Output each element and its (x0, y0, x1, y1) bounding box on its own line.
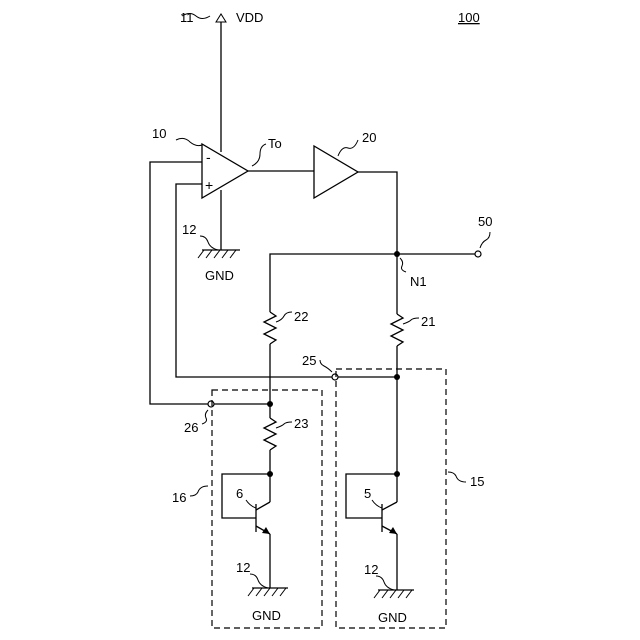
resistor-23-label: 23 (294, 416, 308, 431)
transistor-5-label: 5 (364, 486, 371, 501)
wire-n1-to-left-branch (270, 254, 397, 312)
resistor-21-label: 21 (421, 314, 435, 329)
block-15-label: 15 (470, 474, 484, 489)
figure-number: 100 (458, 10, 480, 25)
node-n1-leader (400, 258, 406, 272)
ground-ref-label-right: 12 (364, 562, 378, 577)
vdd-supply (182, 14, 226, 153)
gnd-label-mid: GND (252, 608, 281, 623)
node-25-terminal (332, 374, 338, 380)
opamp-plus-label: + (205, 177, 213, 193)
opamp-ref-label: 10 (152, 126, 166, 141)
ground-symbol-mid (248, 574, 288, 596)
resistor-23-leader (276, 422, 292, 428)
output-ref-label: 50 (478, 214, 492, 229)
resistor-22-leader (276, 312, 292, 322)
wire-buffer-to-n1 (358, 172, 397, 254)
ground-symbol-left (198, 236, 240, 258)
node-26-junction-dot (267, 401, 273, 407)
node-25-junction-dot (394, 374, 400, 380)
opamp-output-label: To (268, 136, 282, 151)
gnd-label-right: GND (378, 610, 407, 625)
output-ref-leader (480, 232, 490, 248)
node-n1-label: N1 (410, 274, 427, 289)
resistor-21 (391, 314, 403, 346)
block-16-label: 16 (172, 490, 186, 505)
block-16-leader (190, 486, 208, 496)
resistor-22-label: 22 (294, 309, 308, 324)
gnd-label-left: GND (205, 268, 234, 283)
vdd-ref-label: 11 (180, 10, 194, 25)
opamp-output-leader (252, 144, 266, 166)
resistor-22 (264, 312, 276, 344)
block-15-leader (448, 472, 466, 482)
ground-ref-label-left: 12 (182, 222, 196, 237)
buffer-ref-label: 20 (362, 130, 376, 145)
node-25-label: 25 (302, 353, 316, 368)
node-25-leader (320, 360, 332, 372)
vdd-label: VDD (236, 10, 263, 25)
resistor-23 (264, 418, 276, 450)
node-26-terminal (208, 401, 214, 407)
ground-symbol-right (374, 576, 414, 598)
resistor-21-leader (403, 318, 419, 324)
transistor-6-label: 6 (236, 486, 243, 501)
buffer-20 (314, 140, 358, 198)
wire-node26-to-minus-input (150, 162, 270, 404)
node-26-label: 26 (184, 420, 198, 435)
ground-ref-label-mid: 12 (236, 560, 250, 575)
opamp-minus-label: - (206, 149, 211, 165)
output-terminal-50 (475, 251, 481, 257)
node-26-leader (202, 410, 208, 424)
